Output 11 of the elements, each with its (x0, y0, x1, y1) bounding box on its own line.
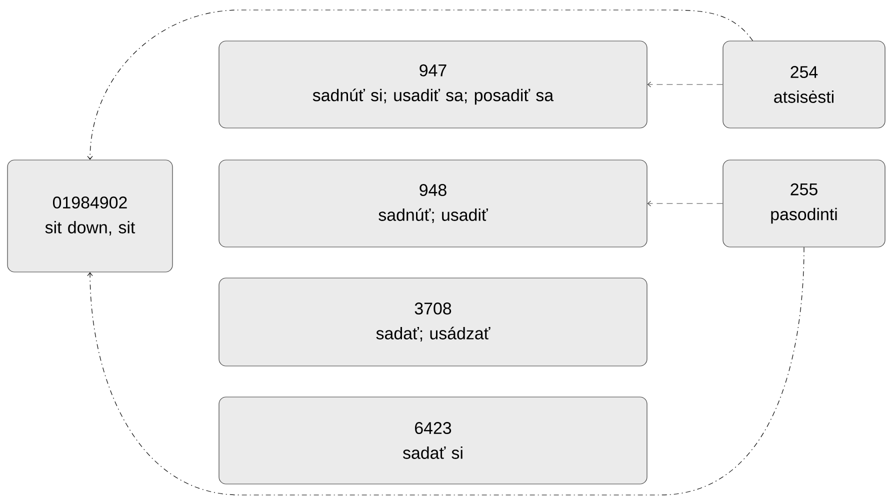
arrow (647, 82, 723, 88)
word-box: 254 atsisėsti (722, 40, 886, 128)
word-box: 948 sadnúť; usadiť (218, 160, 648, 248)
word-box: 01984902 sit down, sit (7, 160, 173, 272)
arrow (87, 10, 753, 160)
word-box: 6423 sadať si (218, 396, 648, 484)
word-box: 947 sadnúť si; usadiť sa; posadiť sa (218, 40, 648, 128)
arrow (87, 247, 804, 496)
word-box: 3708 sadať; usádzať (218, 278, 648, 366)
arrow (647, 200, 723, 206)
word-box: 255 pasodinti (722, 160, 886, 248)
